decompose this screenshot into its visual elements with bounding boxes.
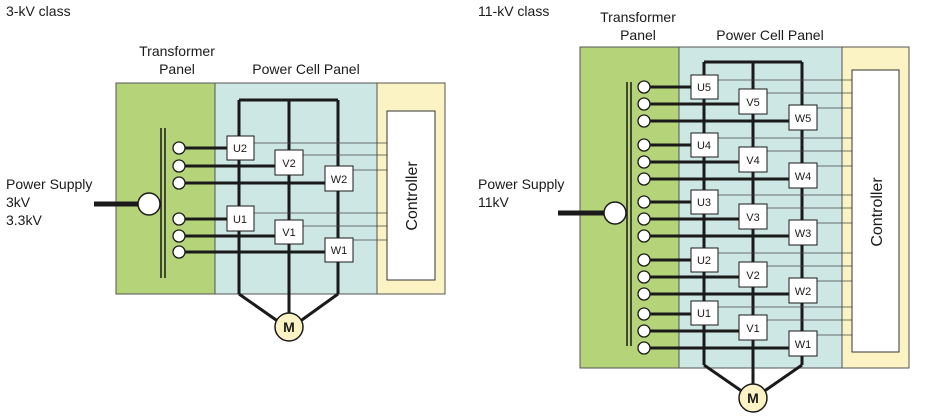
right-cell-w1 <box>788 330 818 357</box>
right-controller-label: Controller <box>869 177 886 247</box>
left-secondary-windings <box>172 141 326 259</box>
right-cell-w1-label: W1 <box>795 339 812 351</box>
right-supply-label-line2: 11kV <box>478 194 510 210</box>
right-cell-u5-label: U5 <box>697 82 711 94</box>
right-cell-u3 <box>690 189 719 215</box>
left-cell-u2 <box>226 135 255 161</box>
right-cell-v5-label: V5 <box>746 97 759 109</box>
left-cell-u2-label: U2 <box>233 143 247 155</box>
right-cell-u2-label: U2 <box>697 255 711 267</box>
left-controller-label: Controller <box>404 161 421 231</box>
right-cell-u1 <box>690 300 719 326</box>
left-cell-w2-label: W2 <box>331 174 348 186</box>
right-cell-u3-label: U3 <box>697 197 711 209</box>
right-transformer-label-line1: Transformer <box>600 9 676 25</box>
right-cell-u4-label: U4 <box>697 140 711 152</box>
right-controller-box <box>851 69 900 353</box>
right-cell-w3 <box>788 219 818 246</box>
left-cell-v1 <box>274 219 304 245</box>
left-supply-label-line2: 3kV <box>6 194 31 210</box>
right-cell-u5 <box>690 74 719 100</box>
right-primary-winding-icon <box>603 201 627 225</box>
right-transformer-label-line2: Panel <box>620 27 656 43</box>
left-class-label: 3-kV class <box>6 3 71 19</box>
right-transformer-panel <box>579 46 680 369</box>
left-transformer-label-line1: Transformer <box>139 43 215 59</box>
right-cell-u4 <box>690 132 719 158</box>
right-cell-w3-label: W3 <box>795 228 812 240</box>
right-cell-w4 <box>788 162 818 189</box>
right-cell-v4-label: V4 <box>746 155 759 167</box>
left-controller-box <box>386 110 436 281</box>
right-cell-v2 <box>738 261 768 288</box>
right-cell-v4 <box>738 146 768 173</box>
right-supply-label-line1: Power Supply <box>478 176 564 192</box>
right-cell-v1-label: V1 <box>746 323 759 335</box>
left-cell-w2 <box>324 165 354 192</box>
right-cell-u2 <box>690 247 719 273</box>
left-control-lines <box>250 142 387 241</box>
right-cell-w5-label: W5 <box>795 113 812 125</box>
left-cell-w1-label: W1 <box>331 245 348 257</box>
right-cell-v2-label: V2 <box>746 270 759 282</box>
right-cell-v1 <box>738 314 768 341</box>
left-cell-w1 <box>324 237 354 263</box>
left-motor-label: M <box>283 319 295 335</box>
left-motor-icon <box>274 312 304 342</box>
right-cell-w2 <box>788 277 818 304</box>
right-cell-v3-label: V3 <box>746 212 759 224</box>
right-cell-w2-label: W2 <box>795 286 812 298</box>
left-cell-v1-label: V1 <box>282 227 295 239</box>
right-cell-v3 <box>738 203 768 230</box>
right-cell-w4-label: W4 <box>795 171 812 183</box>
left-supply-label-line1: Power Supply <box>6 176 92 192</box>
left-supply-label-line3: 3.3kV <box>6 212 42 228</box>
right-control-lines <box>716 79 852 336</box>
right-cell-u1-label: U1 <box>697 308 711 320</box>
right-power-cell-label: Power Cell Panel <box>716 27 823 43</box>
left-diagram: 3-kV class Transformer Panel Power Cell … <box>6 3 446 342</box>
left-power-cell-label: Power Cell Panel <box>252 61 359 77</box>
right-motor-label: M <box>747 390 759 406</box>
left-primary-winding-icon <box>137 192 161 216</box>
left-cell-u1-label: U1 <box>233 214 247 226</box>
left-cell-v2-label: V2 <box>282 158 295 170</box>
right-secondary-windings <box>637 80 790 355</box>
right-cell-v5 <box>738 88 768 115</box>
right-cell-w5 <box>788 104 818 131</box>
left-transformer-label-line2: Panel <box>159 61 195 77</box>
left-cell-u1 <box>226 205 255 232</box>
right-class-label: 11-kV class <box>478 3 549 19</box>
right-diagram: 11-kV class Transformer Panel Power Cell… <box>478 3 910 413</box>
left-cell-v2 <box>274 149 304 176</box>
right-motor-icon <box>738 383 768 413</box>
